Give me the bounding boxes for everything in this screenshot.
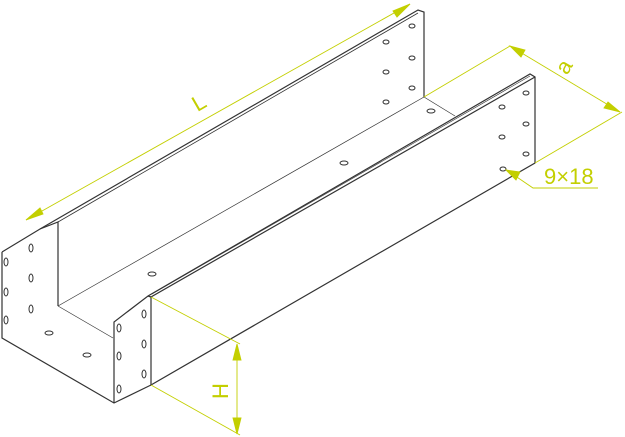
length-dimension-line	[25, 3, 411, 221]
arrow-icon	[508, 45, 526, 58]
arrow-icon	[232, 343, 242, 361]
back-left-end-plate	[1, 221, 59, 306]
slot-holes	[3, 23, 530, 394]
back-wall-top-edge	[39, 9, 425, 230]
height-label: H	[207, 383, 233, 399]
arrow-icon	[504, 169, 521, 181]
arrow-icon	[25, 207, 44, 221]
dimension-lines	[25, 3, 623, 436]
arrow-icon	[392, 3, 411, 18]
back-floor-joint	[57, 96, 425, 307]
bottom-edge	[1, 252, 152, 404]
front-wall	[113, 73, 536, 403]
tray-outline	[1, 9, 536, 404]
hole-size-label: 9×18	[544, 164, 594, 189]
arrow-icon	[232, 417, 242, 435]
arrow-icon	[603, 101, 621, 113]
width-dimension-line	[509, 45, 621, 113]
